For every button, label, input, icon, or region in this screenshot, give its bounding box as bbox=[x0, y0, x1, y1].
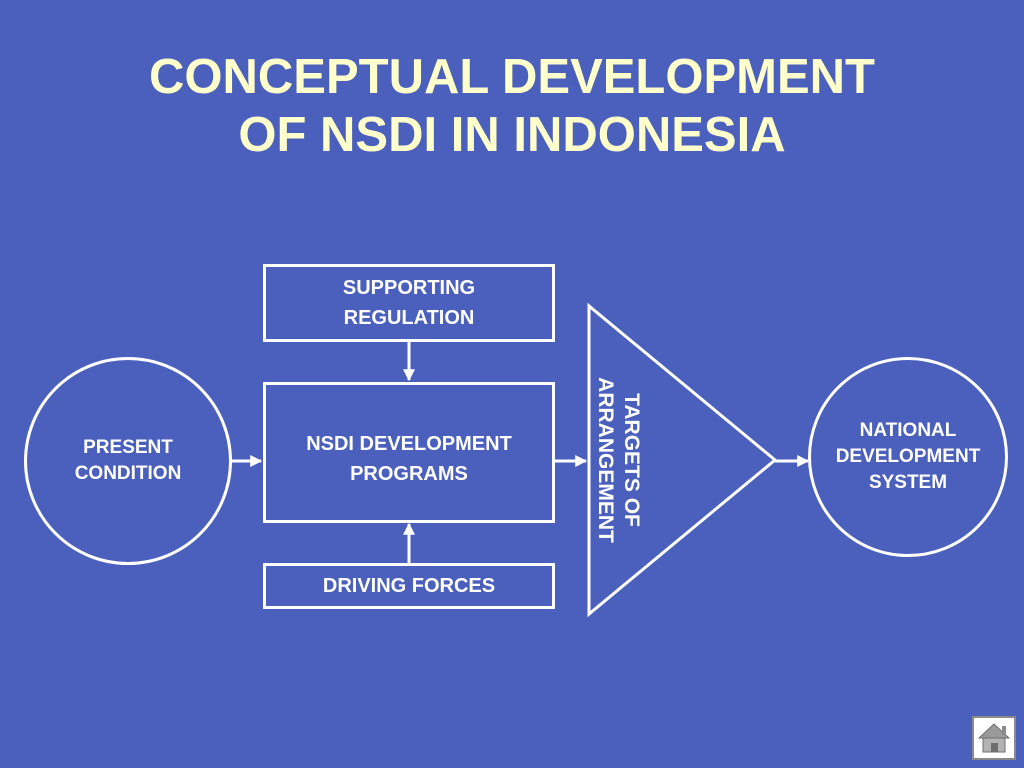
home-icon bbox=[977, 723, 1011, 753]
present-condition-circle: PRESENT CONDITION bbox=[24, 357, 232, 565]
targets-of-arrangement-label: TARGETS OF ARRANGEMENT bbox=[592, 377, 644, 543]
nsdi-programs-line-1: NSDI DEVELOPMENT bbox=[306, 433, 512, 455]
title-line-2: OF NSDI IN INDONESIA bbox=[238, 108, 786, 162]
targets-triangle bbox=[587, 302, 778, 618]
present-condition-line-1: PRESENT bbox=[83, 437, 173, 458]
national-system-line-1: NATIONAL bbox=[859, 420, 957, 441]
supporting-regulation-line-2: REGULATION bbox=[343, 307, 475, 329]
nsdi-development-programs-box: NSDI DEVELOPMENT PROGRAMS bbox=[263, 382, 555, 523]
title-line-1: CONCEPTUAL DEVELOPMENT bbox=[149, 50, 875, 104]
present-condition-line-2: CONDITION bbox=[74, 463, 182, 484]
supporting-regulation-box: SUPPORTING REGULATION bbox=[263, 264, 555, 342]
supporting-regulation-line-1: SUPPORTING bbox=[342, 277, 476, 299]
targets-line-1: TARGETS OF bbox=[620, 393, 643, 527]
driving-forces-box: DRIVING FORCES bbox=[263, 563, 555, 609]
home-button[interactable] bbox=[972, 716, 1016, 760]
page-title: CONCEPTUAL DEVELOPMENT OF NSDI IN INDONE… bbox=[0, 48, 1024, 164]
nsdi-programs-line-2: PROGRAMS bbox=[350, 463, 468, 485]
national-system-line-2: DEVELOPMENT bbox=[835, 446, 981, 467]
national-development-system-circle: NATIONAL DEVELOPMENT SYSTEM bbox=[808, 357, 1008, 557]
national-system-line-3: SYSTEM bbox=[868, 472, 948, 493]
driving-forces-line-1: DRIVING FORCES bbox=[322, 575, 496, 597]
targets-line-2: ARRANGEMENT bbox=[594, 377, 617, 543]
